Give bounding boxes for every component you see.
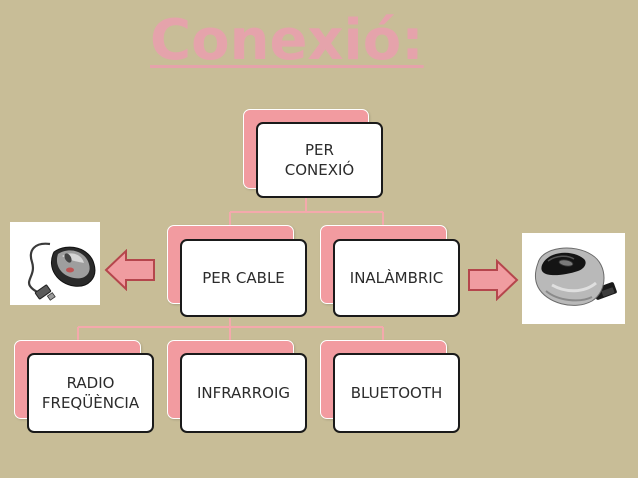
node-bluetooth: BLUETOOTH	[333, 353, 460, 433]
wired-mouse-image	[10, 222, 100, 305]
wireless-mouse-image	[522, 233, 625, 324]
node-radio-frequencia: RADIO FREQÜÈNCIA	[27, 353, 154, 433]
node-infrarroig: INFRARROIG	[180, 353, 307, 433]
wireless-mouse-icon	[534, 247, 617, 306]
node-inalambric: INALÀMBRIC	[333, 239, 460, 317]
wired-mouse-icon	[28, 242, 96, 301]
node-per-conexio: PER CONEXIÓ	[256, 122, 383, 198]
node-per-cable: PER CABLE	[180, 239, 307, 317]
right-arrow-icon	[468, 259, 519, 301]
left-arrow-icon	[104, 249, 155, 291]
slide-title: Conexió:	[150, 8, 424, 73]
